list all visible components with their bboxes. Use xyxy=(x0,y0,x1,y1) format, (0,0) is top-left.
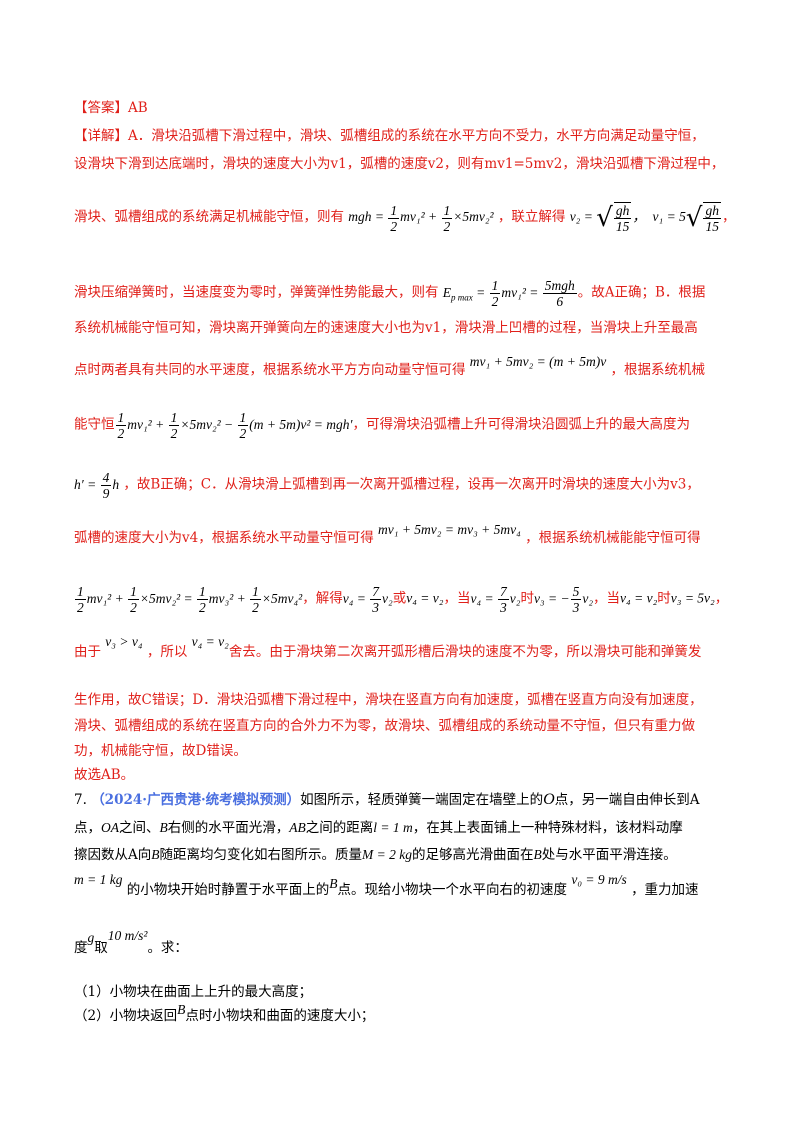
q7-text: 度 xyxy=(74,940,88,956)
detail-text: ，当 xyxy=(443,590,471,607)
q7-text: 右侧的水平面光滑， xyxy=(167,820,290,836)
detail-text: 点时两者具有共同的水平速度，根据系统水平方方向动量守恒可得 xyxy=(74,362,466,378)
q7-text: 如图所示，轻质弹簧一端固定在墙壁上的 xyxy=(300,792,544,808)
detail-line-12: 生作用，故C错误；D．滑块沿弧槽下滑过程中，滑块在竖直方向有加速度，弧槽在竖直方… xyxy=(74,690,703,710)
momentum-equation-2: mv₁ + 5mv₂ = mv₃ + 5mv₄ xyxy=(378,522,521,537)
detail-text: 能守恒 xyxy=(74,416,115,433)
detail-text: 时 xyxy=(520,590,534,607)
q7-line-2: 点，OA之间、B右侧的水平面光滑，AB之间的距离l = 1 m，在其上表面铺上一… xyxy=(74,820,683,836)
v4-root-2: v₄ = v₂ xyxy=(406,590,444,606)
v4-case-2: v₄ = v₂ xyxy=(620,590,658,606)
detail-line-6: 点时两者具有共同的水平速度，根据系统水平方方向动量守恒可得 mv₁ + 5mv₂… xyxy=(74,354,706,380)
v3-gt-v4: v₃ > v₄ xyxy=(105,634,143,649)
q7-number: 7. xyxy=(74,792,87,808)
detail-text: A．滑块沿弧槽下滑过程中，滑块、弧槽组成的系统在水平方向不受力，水平方向满足动量… xyxy=(128,128,705,144)
momentum-equation-1: mv₁ + 5mv₂ = (m + 5m)v xyxy=(469,354,607,369)
answer-value: AB xyxy=(128,100,148,116)
detail-text: ，可得滑块沿弧槽上升可得滑块沿圆弧上升的最大高度为 xyxy=(352,416,691,433)
q7-text: 处与水平面平滑连接。 xyxy=(541,847,677,863)
q7-text: 擦因数从A向 xyxy=(74,847,152,863)
detail-text: 。故A正确；B．根据 xyxy=(577,284,706,301)
q7-text: 取 xyxy=(94,940,108,956)
detail-text: ，根据系统机械 xyxy=(610,362,706,378)
detail-text: 功，机械能守恒，故D错误。 xyxy=(74,743,247,759)
detail-text: 设滑块下滑到达底端时，滑块的速度大小为v1，弧槽的速度v2，则有mv1=5mv2… xyxy=(74,156,725,172)
q7-text: 之间的距离 xyxy=(305,820,374,836)
q7-text: ，在其上表面铺上一种特殊材料，该材料动摩 xyxy=(412,820,683,836)
detail-text: 滑块、弧槽组成的系统在竖直方向的合外力不为零，故滑块、弧槽组成的系统动量不守恒，… xyxy=(74,718,695,734)
q7-text: ，重力加速 xyxy=(631,882,699,898)
detail-line-9: 弧槽的速度大小为v4，根据系统水平动量守恒可得 mv₁ + 5mv₂ = mv₃… xyxy=(74,522,701,548)
q7-sub-1: （1）小物块在曲面上上升的最大高度； xyxy=(74,982,312,1002)
q7-line-1: 7. （2024·广西贵港·统考模拟预测）如图所示，轻质弹簧一端固定在墙壁上的O… xyxy=(74,791,700,808)
detail-text: 生作用，故C错误；D．滑块沿弧槽下滑过程中，滑块在竖直方向有加速度，弧槽在竖直方… xyxy=(74,692,703,708)
detail-text: 故选AB。 xyxy=(74,767,135,783)
q7-text: 点时小物块和曲面的速度大小； xyxy=(185,1008,375,1024)
answer-line: 【答案】AB xyxy=(74,98,148,118)
q7-text: （2）小物块返回 xyxy=(74,1008,178,1024)
q7-text: 的足够高光滑曲面在 xyxy=(411,847,534,863)
detail-text: 由于 xyxy=(74,644,101,660)
detail-conclusion: 故选AB。 xyxy=(74,765,134,785)
q7-text: （1）小物块在曲面上上升的最大高度； xyxy=(74,984,313,1000)
detail-text: ，根据系统机械能能守恒可得 xyxy=(525,530,701,546)
answer-label: 【答案】 xyxy=(74,100,128,116)
q7-source: （2024·广西贵港·统考模拟预测） xyxy=(91,792,301,808)
q7-text: 的小物块开始时静置于水平面上的 xyxy=(126,882,330,898)
detail-text: 滑块压缩弹簧时，当速度变为零时，弹簧弹性势能最大，则有 xyxy=(74,284,439,301)
q7-line-4: m = 1 kg 的小物块开始时静置于水平面上的B点。现给小物块一个水平向右的初… xyxy=(74,872,699,898)
detail-text: ，当 xyxy=(593,590,621,607)
detail-line-14: 功，机械能守恒，故D错误。 xyxy=(74,741,247,761)
q7-text: 点。现给小物块一个水平向右的初速度 xyxy=(337,882,568,898)
detail-label: 【详解】 xyxy=(74,128,128,144)
detail-text: 时 xyxy=(657,590,671,607)
detail-text: 滑块、弧槽组成的系统满足机械能守恒，则有 xyxy=(74,209,344,226)
q7-text: 点，另一端自由伸长到A xyxy=(554,792,700,808)
detail-text: ，所以 xyxy=(146,644,188,660)
detail-line-2: 设滑块下滑到达底端时，滑块的速度大小为v1，弧槽的速度v2，则有mv1=5mv2… xyxy=(74,154,724,174)
v3-case-2: v₃ = 5v₂ xyxy=(670,590,715,606)
q7-line-3: 擦因数从A向B随距离均匀变化如右图所示。质量M = 2 kg的足够高光滑曲面在B… xyxy=(74,847,677,863)
detail-text: ，解得 xyxy=(302,590,343,607)
detail-line-5: 系统机械能守恒可知，滑块离开弹簧向左的速速度大小也为v1，滑块滑上凹槽的过程，当… xyxy=(74,318,698,338)
q7-line-5: 度g取10 m/s²。求： xyxy=(74,928,188,956)
detail-text: 弧槽的速度大小为v4，根据系统水平动量守恒可得 xyxy=(74,530,374,546)
detail-line-1: 【详解】A．滑块沿弧槽下滑过程中，滑块、弧槽组成的系统在水平方向不受力，水平方向… xyxy=(74,126,705,146)
detail-line-11: 由于 v₃ > v₄ ，所以 v₄ = v₂舍去。由于滑块第二次离开弧形槽后滑块… xyxy=(74,634,702,662)
q7-text: 随距离均匀变化如右图所示。质量 xyxy=(159,847,363,863)
detail-text: 舍去。由于滑块第二次离开弧形槽后滑块的速度不为零，所以滑块可能和弹簧发 xyxy=(228,644,702,660)
q7-text: 之间、 xyxy=(119,820,160,836)
q7-text: 。求： xyxy=(147,940,188,956)
detail-text: 系统机械能守恒可知，滑块离开弹簧向左的速速度大小也为v1，滑块滑上凹槽的过程，当… xyxy=(74,320,698,336)
detail-text: 或 xyxy=(392,590,407,607)
q7-sub-2: （2）小物块返回B点时小物块和曲面的速度大小； xyxy=(74,1002,375,1024)
q7-text: 点， xyxy=(74,820,101,836)
detail-text: ，故B正确；C．从滑块滑上弧槽到再一次离开弧槽过程，设再一次离开时滑块的速度大小… xyxy=(123,476,700,493)
detail-text: ，联立解得 xyxy=(497,209,566,226)
v4-eq-v2: v₄ = v₂ xyxy=(191,634,229,649)
detail-line-13: 滑块、弧槽组成的系统在竖直方向的合外力不为零，故滑块、弧槽组成的系统动量不守恒，… xyxy=(74,716,695,736)
